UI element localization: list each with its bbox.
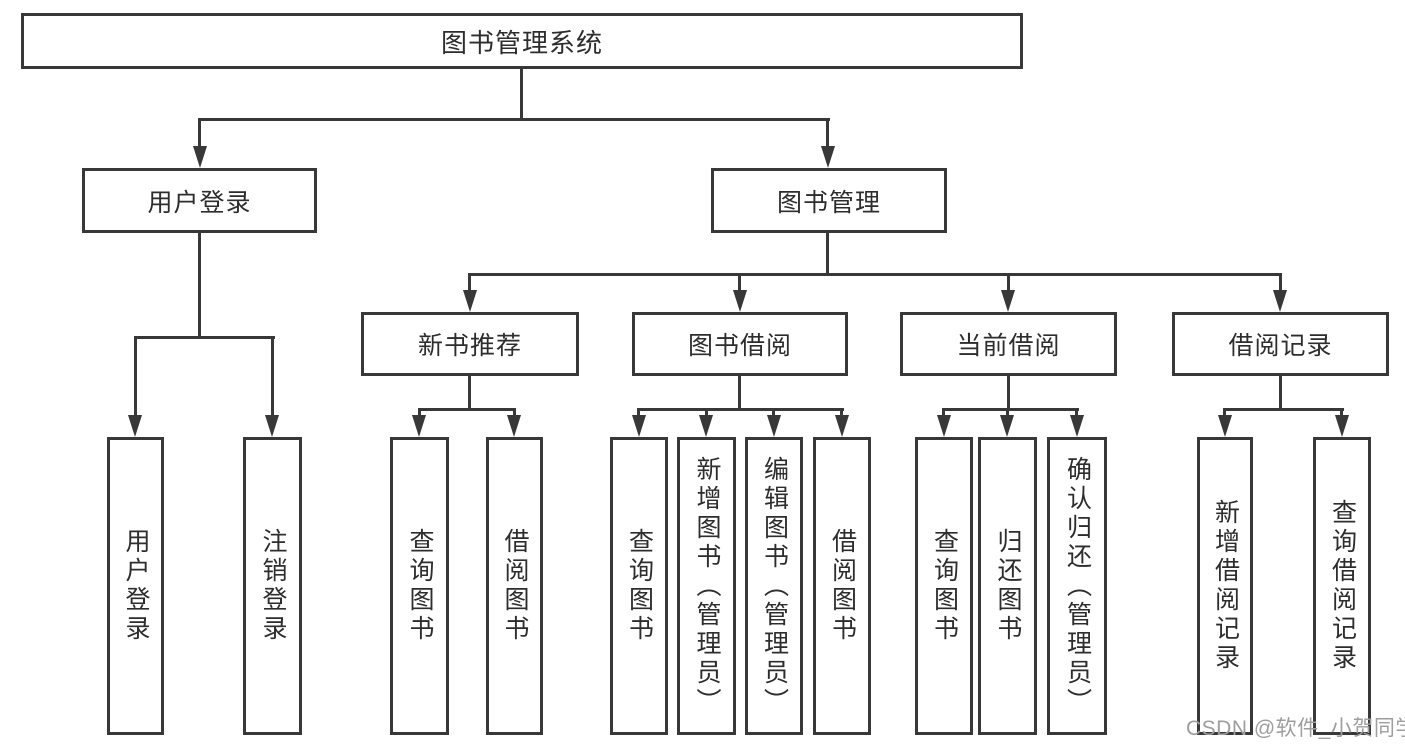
leaf-label: 查询图书 [625,528,654,644]
connector-line [198,230,201,338]
node-new-book-recommendation: 新书推荐 [361,312,579,376]
node-label: 图书管理系统 [440,27,603,58]
leaf-label: 注销登录 [259,528,287,644]
arrowhead-down [507,415,521,437]
node-label: 图书管理 [776,188,881,217]
leaf-label: 用户登录 [122,528,150,644]
node-label: 图书借阅 [687,332,792,360]
arrowhead-down [767,415,781,437]
node-current-borrowing: 当前借阅 [900,312,1117,376]
arrowhead-down [193,146,207,168]
arrowhead-down [1000,415,1014,437]
leaf-borrow-books-recommend: 借阅图书 [486,437,543,735]
connector-line [469,273,1282,276]
node-book-management: 图书管理 [711,168,947,233]
connector-line [418,408,421,418]
leaf-query-books-recommend: 查询图书 [390,437,449,735]
leaf-query-borrow-record: 查询借阅记录 [1313,437,1371,735]
node-label: 用户登录 [147,188,252,217]
leaf-label: 归还图书 [994,528,1022,644]
leaf-label: 查询图书 [406,528,434,644]
connector-line [637,408,640,418]
connector-line [1007,373,1010,410]
connector-line [271,336,274,418]
connector-line [1279,373,1282,410]
leaf-label: 编辑图书（管理员） [760,455,789,717]
leaf-logout-login: 注销登录 [243,437,302,735]
node-label: 新书推荐 [417,332,522,360]
connector-line [1075,408,1078,418]
arrowhead-down [1273,290,1287,312]
node-label: 借阅记录 [1228,332,1333,360]
arrowhead-down [128,415,142,437]
leaf-add-borrow-record: 新增借阅记录 [1197,437,1253,735]
connector-line [1279,273,1282,293]
connector-line [1340,408,1343,418]
leaf-edit-books-admin: 编辑图书（管理员） [745,437,803,735]
connector-line [772,408,775,418]
connector-line [1006,408,1009,418]
arrowhead-down [1335,415,1349,437]
leaf-label: 借阅图书 [828,528,857,644]
csdn-watermark: CSDN @软件_小贺同学 [1186,717,1405,740]
leaf-return-books: 归还图书 [978,437,1037,735]
connector-line [943,408,1079,411]
connector-line [198,118,830,121]
leaf-add-books-admin: 新增图书（管理员） [677,437,736,735]
node-user-login: 用户登录 [82,168,317,233]
connector-line [1007,273,1010,293]
leaf-label: 查询图书 [930,528,959,644]
connector-line [468,373,471,410]
connector-line [520,66,523,120]
connector-line [513,408,516,418]
arrowhead-down [463,290,477,312]
leaf-label: 确认归还（管理员） [1063,455,1092,717]
arrowhead-down [1001,290,1015,312]
leaf-borrow-books: 借阅图书 [813,437,871,735]
arrowhead-down [733,290,747,312]
leaf-label: 借阅图书 [501,528,529,644]
leaf-label: 新增借阅记录 [1211,499,1240,673]
node-borrowing-records: 借阅记录 [1172,312,1389,376]
leaf-label: 查询借阅记录 [1328,499,1357,673]
connector-line [637,408,844,411]
connector-line [738,273,741,293]
connector-line [705,408,708,418]
node-book-borrowing: 图书借阅 [632,312,848,376]
arrowhead-down [1070,415,1084,437]
connector-line [1223,408,1344,411]
arrowhead-down [937,415,951,437]
arrowhead-down [821,146,835,168]
connector-line [134,336,137,418]
leaf-label: 新增图书（管理员） [693,455,721,717]
connector-line [826,118,829,150]
connector-line [942,408,945,418]
arrowhead-down [412,415,426,437]
connector-line [738,373,741,410]
arrowhead-down [699,415,713,437]
node-label: 当前借阅 [956,332,1061,360]
connector-line [198,118,201,150]
connector-line [418,408,516,411]
connector-line [826,230,829,275]
leaf-confirm-return-admin: 确认归还（管理员） [1047,437,1107,735]
connector-line [134,336,275,339]
arrowhead-down [1218,415,1232,437]
arrowhead-down [632,415,646,437]
connector-line [468,273,471,293]
connector-line [840,408,843,418]
leaf-user-login: 用户登录 [107,437,164,735]
leaf-query-books-borrowing: 查询图书 [610,437,668,735]
connector-line [1223,408,1226,418]
node-library-management-system: 图书管理系统 [21,13,1023,69]
arrowhead-down [835,415,849,437]
arrowhead-down [265,415,279,437]
leaf-query-books-current: 查询图书 [915,437,973,735]
